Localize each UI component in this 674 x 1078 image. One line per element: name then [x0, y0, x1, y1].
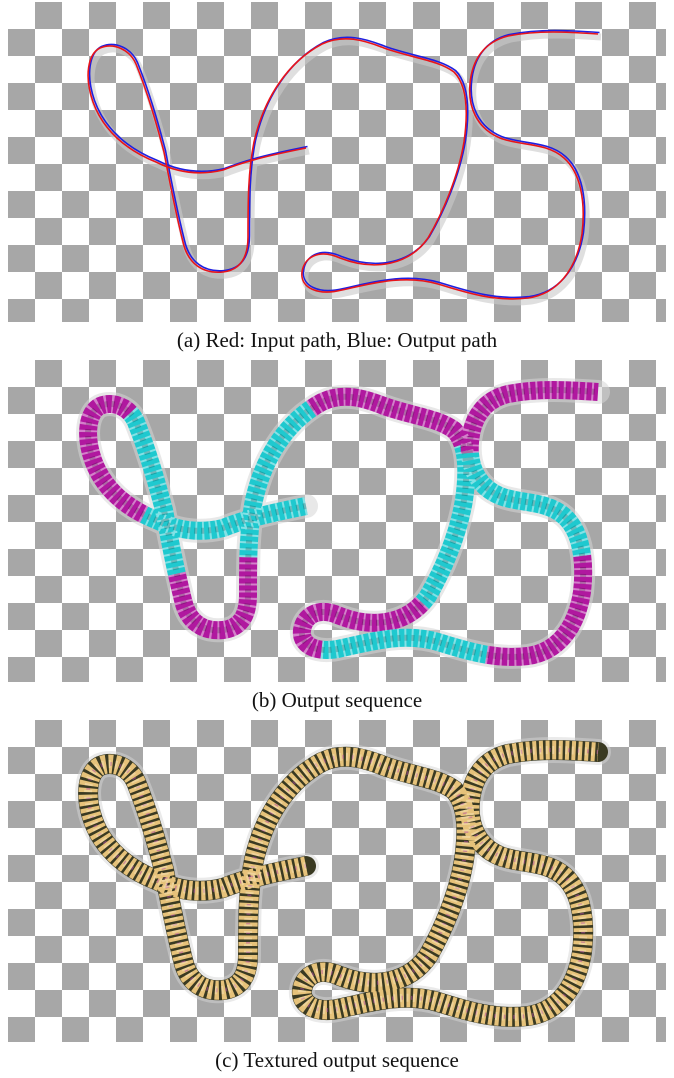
path-plot-a: [8, 2, 666, 322]
panel-c-textured-sequence: [8, 720, 666, 1042]
panel-b-output-sequence: [8, 360, 666, 682]
sequence-render-b: [8, 360, 666, 682]
textured-render-c: [8, 720, 666, 1042]
caption-a: (a) Red: Input path, Blue: Output path: [0, 330, 674, 351]
panel-a-path-comparison: [8, 2, 666, 322]
input-path-red: [88, 32, 598, 299]
caption-c: (c) Textured output sequence: [0, 1050, 674, 1071]
caption-b: (b) Output sequence: [0, 690, 674, 711]
